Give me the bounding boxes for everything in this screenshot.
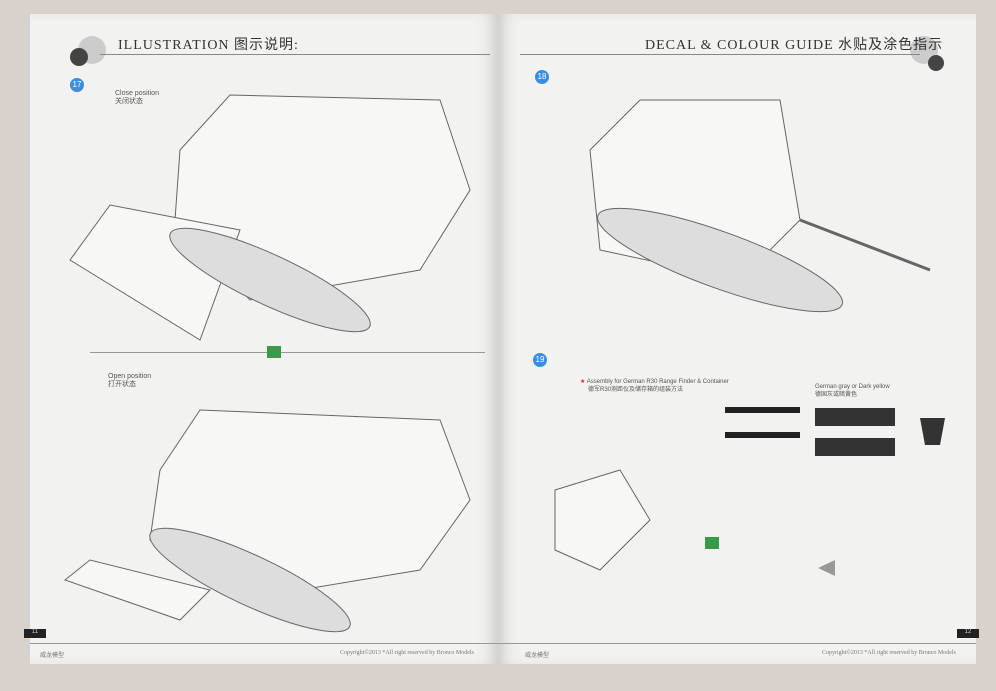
container-dark	[815, 408, 895, 426]
track-decal	[596, 207, 844, 313]
page-number: 12	[957, 629, 979, 638]
assembly-note: ★ Assembly for German R30 Range Finder &…	[580, 379, 729, 393]
green-tip-icon	[267, 346, 281, 358]
open-position-cn: 打开状态	[108, 381, 136, 388]
rangefinder-part	[725, 407, 800, 413]
decor-circle	[70, 48, 88, 66]
track-open	[149, 527, 351, 633]
footer-brand: 威龙模型	[40, 653, 65, 659]
decor-circle	[928, 55, 944, 71]
side-panel-open	[63, 559, 211, 621]
step-number-badge: 17	[70, 78, 84, 92]
close-position-cn: 关闭状态	[115, 98, 143, 105]
section-divider	[90, 352, 485, 353]
container-part	[554, 469, 651, 571]
copyright: Copyright©2013 *All right reserved by Br…	[822, 650, 956, 656]
header-rule	[100, 54, 490, 55]
step-number-badge: 18	[535, 70, 549, 84]
footer-brand: 威龙模型	[525, 653, 550, 659]
open-position-en: Open position	[108, 373, 152, 380]
page-header-decal: DECAL & COLOUR GUIDE 水贴及涂色指示	[645, 38, 944, 53]
header-rule	[520, 54, 920, 55]
copyright: Copyright©2013 *All right reserved by Br…	[340, 650, 474, 656]
step-number-badge: 19	[533, 353, 547, 367]
track	[169, 227, 371, 333]
close-position-en: Close position	[115, 90, 159, 97]
star-icon: ★	[580, 379, 586, 385]
arrow-icon	[818, 560, 835, 576]
footer-rule	[30, 643, 976, 644]
page-header-illustration: ILLUSTRATION 图示说明:	[118, 38, 299, 53]
page-number: 11	[24, 629, 46, 638]
